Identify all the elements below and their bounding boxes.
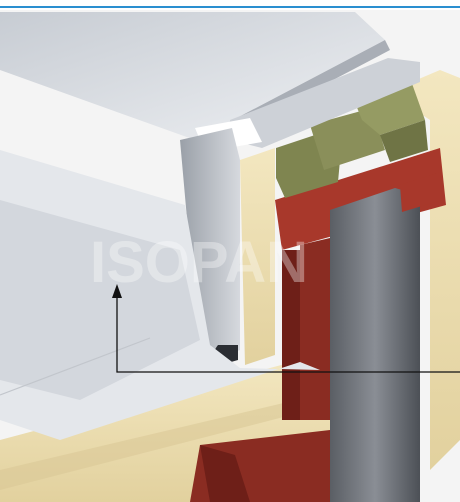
gutter-side-insulation: [240, 148, 275, 365]
leader-arrowhead: [112, 284, 122, 298]
leader-line: [116, 294, 460, 373]
roof-sheet-upper: [0, 12, 385, 140]
lower-red-shadow: [200, 445, 250, 502]
mineral-wool-block-4: [380, 120, 428, 162]
flashing-cap: [230, 58, 420, 148]
red-steel-web: [282, 250, 300, 420]
watermark-text: ISOPAN: [90, 230, 308, 295]
red-steel-face: [300, 238, 330, 420]
top-rule: [0, 6, 460, 8]
red-steel-beam: [275, 148, 446, 250]
gutter-floor-shade: [0, 200, 200, 400]
gutter-wall: [180, 128, 240, 358]
steel-post: [330, 188, 420, 502]
slab-shadow: [0, 392, 330, 490]
post-cap-flange: [400, 172, 442, 212]
sheet-fold-line: [0, 337, 151, 396]
